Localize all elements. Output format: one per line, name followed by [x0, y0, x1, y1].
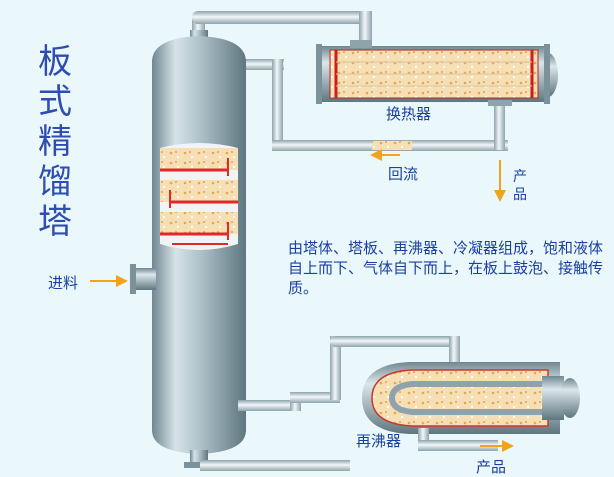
top-product-arrow — [494, 160, 506, 202]
description-text: 由塔体、塔板、再沸器、冷凝器组成，饱和液体自上而下、气体自下而上，在板上鼓泡、接… — [288, 239, 604, 297]
reboiler — [362, 362, 580, 451]
reflux-label: 回流 — [388, 165, 419, 183]
bottom-pipe — [200, 336, 460, 471]
flow-arrows — [90, 149, 514, 452]
diagram-title: 板式精馏塔 — [38, 42, 78, 242]
reboiler-label: 再沸器 — [356, 432, 402, 450]
reflux-arrow — [370, 149, 400, 161]
exchanger-label: 换热器 — [386, 105, 432, 123]
feed-arrow — [90, 275, 128, 287]
title-char: 板 — [38, 42, 72, 82]
column-trays — [160, 148, 238, 245]
bottom-product-label: 产品 — [476, 458, 507, 476]
title-char: 塔 — [38, 202, 72, 242]
feed-label: 进料 — [48, 274, 79, 292]
title-char: 精 — [38, 122, 72, 162]
heat-exchanger — [316, 40, 558, 106]
title-char: 馏 — [38, 162, 72, 202]
reflux-pipe — [238, 59, 508, 151]
distillation-column — [130, 30, 246, 468]
bottom-product-arrow — [480, 440, 514, 452]
title-char: 式 — [38, 82, 72, 122]
top-product-label: 产品 — [513, 169, 527, 203]
